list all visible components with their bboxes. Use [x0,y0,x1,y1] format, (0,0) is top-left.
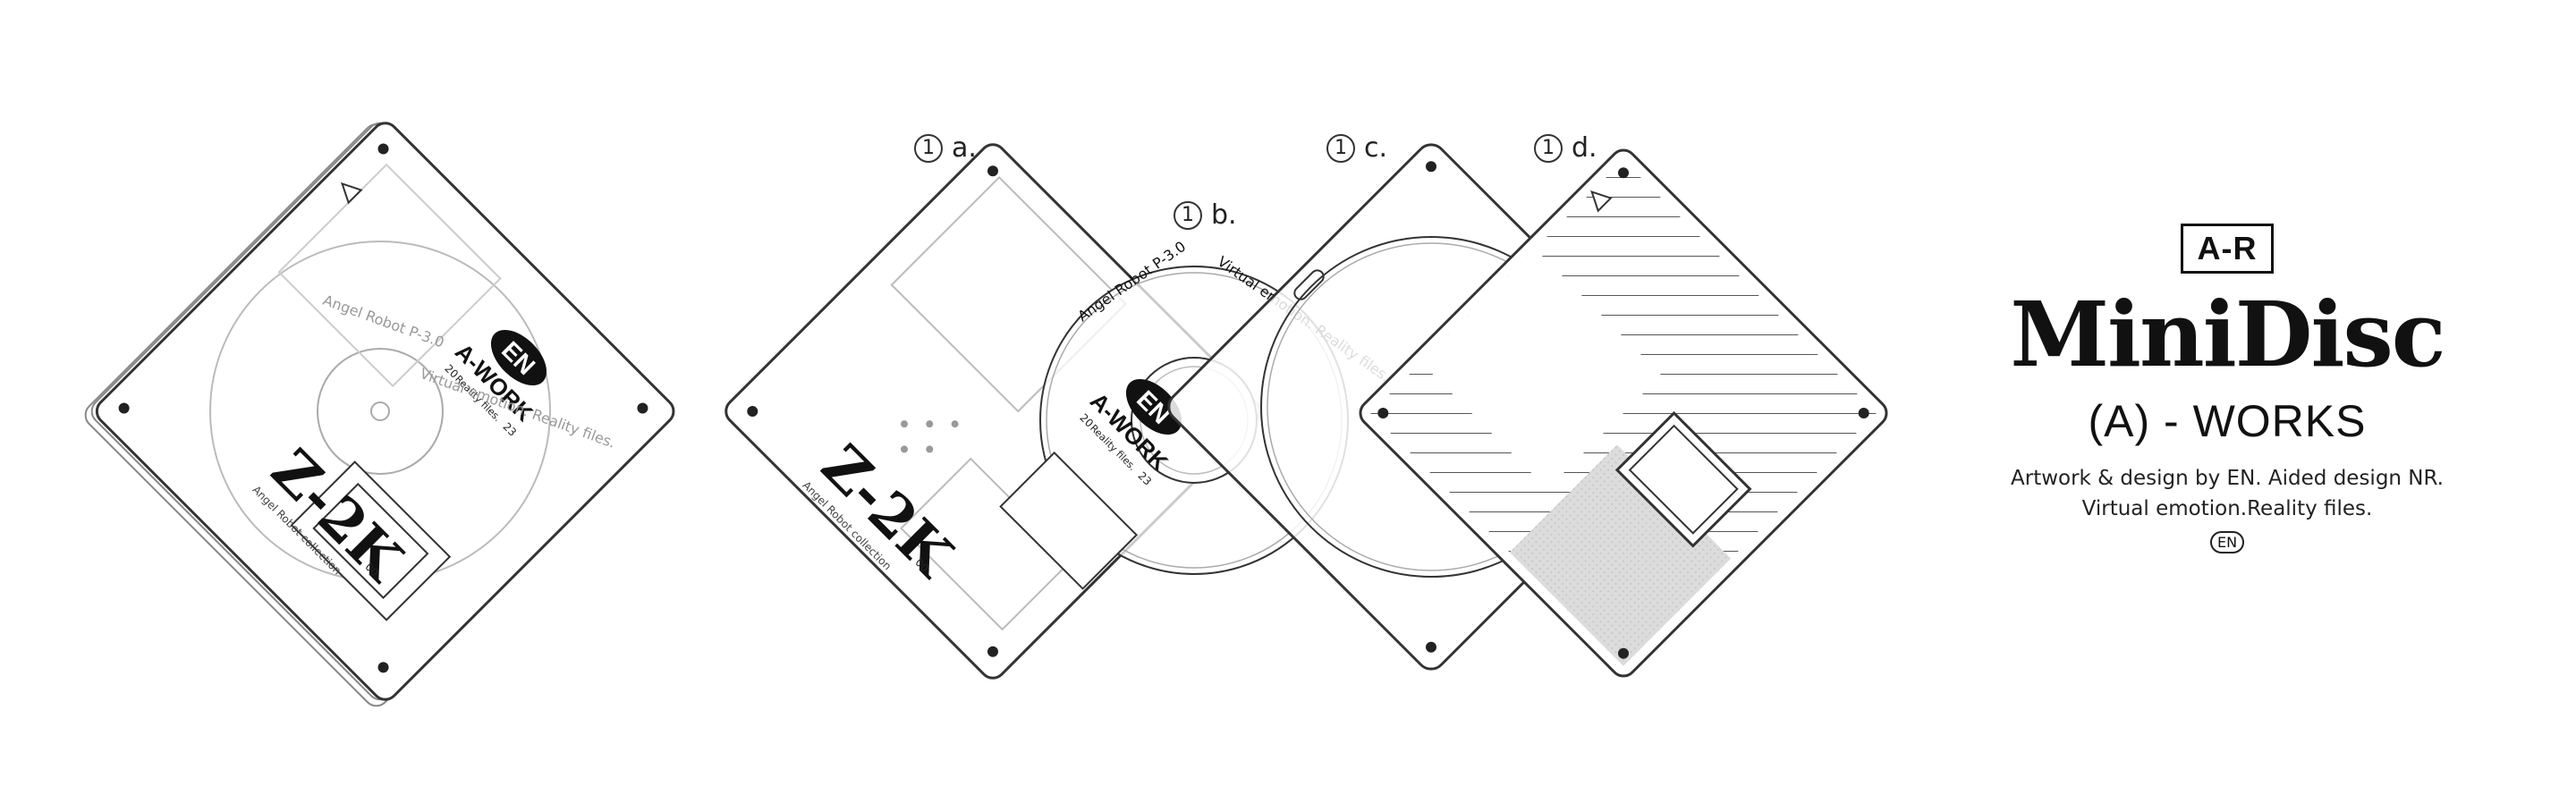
title-block: A-R MiniDisc (A) - WORKS Artwork & desig… [1950,224,2504,553]
assembled-minidisc [84,122,675,707]
credit-line-1: Artwork & design by EN. Aided design NR. [2011,467,2444,490]
label-c-text: c. [1364,132,1388,164]
credit-text: Artwork & design by EN. Aided design NR.… [1950,463,2504,524]
label-part-a: 1 a. [914,132,977,164]
series-badge: A-R [2180,224,2275,274]
label-part-c: 1 c. [1326,132,1387,164]
shell-bottom-part-d [1359,148,1888,678]
label-a-text: a. [952,132,977,164]
label-part-d: 1 d. [1534,132,1597,164]
credit-line-2: Virtual emotion.Reality files. [2081,497,2373,520]
label-a-number: 1 [914,133,943,163]
en-mark: EN [2209,531,2245,553]
label-b-number: 1 [1174,200,1202,230]
label-part-b: 1 b. [1174,199,1237,231]
label-d-text: d. [1572,132,1597,164]
brand-title: MiniDisc [2010,282,2445,387]
label-c-number: 1 [1326,133,1355,163]
label-d-number: 1 [1534,133,1563,163]
label-b-text: b. [1211,199,1237,231]
works-subtitle: (A) - WORKS [2088,396,2367,446]
